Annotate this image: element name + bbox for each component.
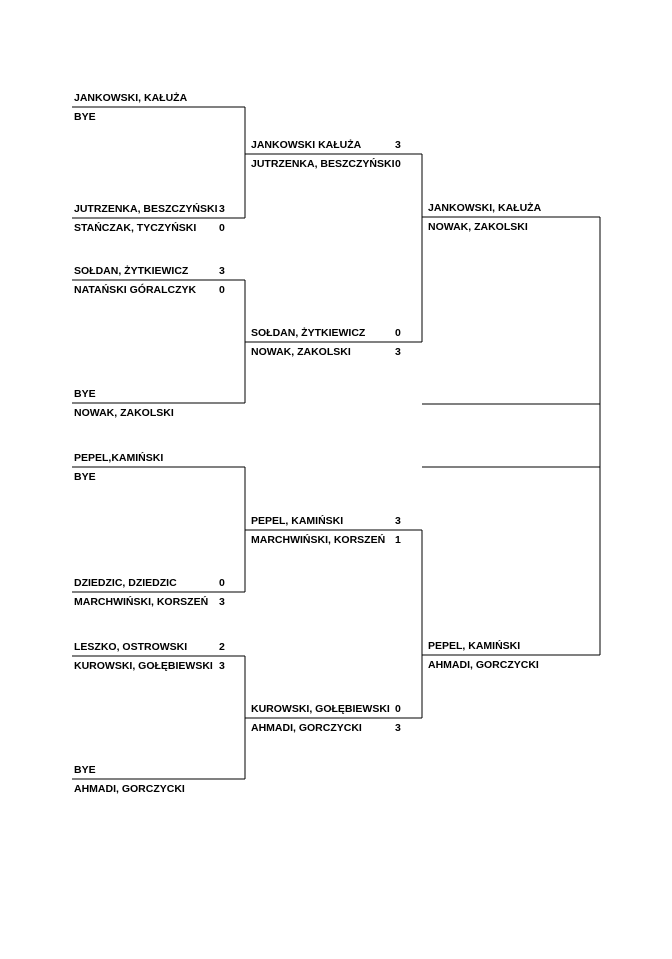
r2-team-b: NOWAK, ZAKOLSKI <box>251 346 351 358</box>
r2-score-b: 3 <box>395 346 401 358</box>
r1-team-b: BYE <box>74 111 96 123</box>
r2-score-b: 3 <box>395 722 401 734</box>
r2-score-a: 0 <box>395 703 401 715</box>
r2-team-a: PEPEL, KAMIŃSKI <box>251 515 344 527</box>
r1-team-b: STAŃCZAK, TYCZYŃSKI <box>74 222 197 234</box>
r1-score-b: 3 <box>219 596 225 608</box>
r3-team-b: AHMADI, GORCZYCKI <box>428 659 539 671</box>
r1-score-a: 0 <box>219 577 225 589</box>
r1-team-b: NOWAK, ZAKOLSKI <box>74 407 174 419</box>
r1-score-a: 2 <box>219 641 225 653</box>
r3-team-a: JANKOWSKI, KAŁUŻA <box>428 202 542 214</box>
r1-score-a: 3 <box>219 203 225 215</box>
r1-score-b: 0 <box>219 222 225 234</box>
r2-team-a: KUROWSKI, GOŁĘBIEWSKI <box>251 703 390 715</box>
r1-team-b: AHMADI, GORCZYCKI <box>74 783 185 795</box>
r2-team-b: AHMADI, GORCZYCKI <box>251 722 362 734</box>
r1-score-b: 0 <box>219 284 225 296</box>
r1-team-b: NATAŃSKI GÓRALCZYK <box>74 284 197 296</box>
r1-score-b: 3 <box>219 660 225 672</box>
r1-team-a: JUTRZENKA, BESZCZYŃSKI <box>74 203 218 215</box>
r2-team-b: JUTRZENKA, BESZCZYŃSKI <box>251 158 395 170</box>
r2-team-a: SOŁDAN, ŻYTKIEWICZ <box>251 327 366 339</box>
r2-score-a: 3 <box>395 139 401 151</box>
r3-team-b: NOWAK, ZAKOLSKI <box>428 221 528 233</box>
r1-team-a: BYE <box>74 764 96 776</box>
r2-score-a: 0 <box>395 327 401 339</box>
r2-team-a: JANKOWSKI KAŁUŻA <box>251 139 362 151</box>
r1-team-a: PEPEL,KAMIŃSKI <box>74 452 164 464</box>
r1-team-b: MARCHWIŃSKI, KORSZEŃ <box>74 596 209 608</box>
r2-team-b: MARCHWIŃSKI, KORSZEŃ <box>251 534 386 546</box>
r1-team-b: KUROWSKI, GOŁĘBIEWSKI <box>74 660 213 672</box>
r1-team-a: BYE <box>74 388 96 400</box>
r2-score-b: 0 <box>395 158 401 170</box>
r2-score-a: 3 <box>395 515 401 527</box>
r2-score-b: 1 <box>395 534 401 546</box>
r1-team-a: JANKOWSKI, KAŁUŻA <box>74 92 188 104</box>
r1-team-b: BYE <box>74 471 96 483</box>
r3-team-a: PEPEL, KAMIŃSKI <box>428 640 521 652</box>
r1-team-a: DZIEDZIC, DZIEDZIC <box>74 577 177 589</box>
r1-team-a: SOŁDAN, ŻYTKIEWICZ <box>74 265 189 277</box>
r1-score-a: 3 <box>219 265 225 277</box>
r1-team-a: LESZKO, OSTROWSKI <box>74 641 188 653</box>
